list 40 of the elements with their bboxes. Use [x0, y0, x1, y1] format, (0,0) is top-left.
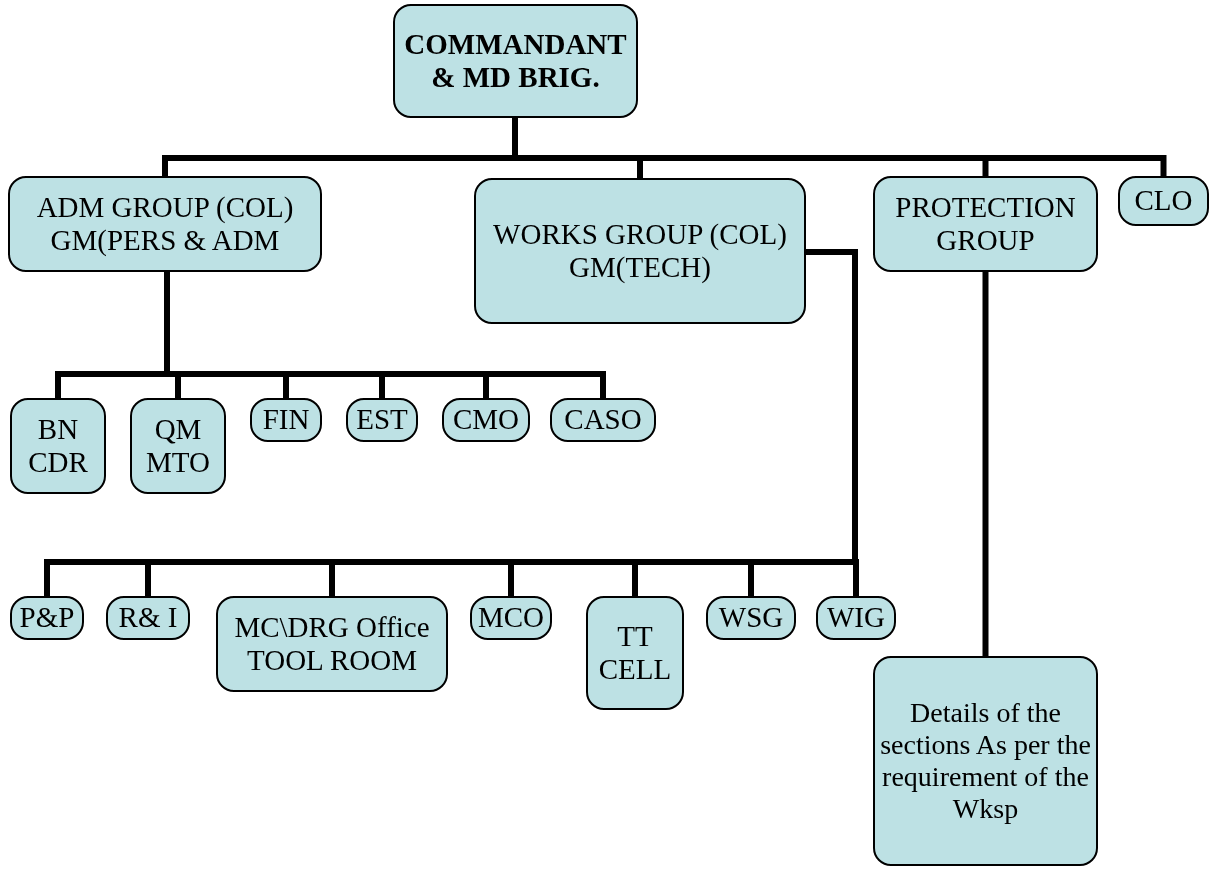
org-box: [706, 596, 796, 640]
org-box: [250, 398, 322, 442]
box-label: PROTECTION GROUP: [894, 190, 1077, 258]
org-box: [1118, 176, 1209, 226]
box-label: BN CDR: [27, 412, 89, 480]
org-box: [216, 596, 448, 692]
org-box: [442, 398, 530, 442]
org-box: [873, 176, 1098, 272]
org-box: [470, 596, 552, 640]
box-label: MCO: [476, 601, 546, 635]
box-label: EST: [355, 403, 409, 437]
box-label: COMMANDANT & MD BRIG.: [403, 27, 628, 95]
box-label: WSG: [717, 601, 785, 635]
box-label: Details of the sections As per the requirement of the Wksp: [879, 696, 1092, 826]
org-box: [346, 398, 418, 442]
box-label: R& I: [117, 601, 179, 635]
org-box: [8, 176, 322, 272]
org-box: [550, 398, 656, 442]
box-label: QM MTO: [145, 412, 211, 480]
org-box: [10, 596, 84, 640]
box-label: WORKS GROUP (COL) GM(TECH): [492, 217, 788, 285]
box-label: MC\DRG Office TOOL ROOM: [233, 610, 431, 678]
org-box: [130, 398, 226, 494]
org-box: [586, 596, 684, 710]
box-label: CLO: [1133, 184, 1194, 218]
box-label: WIG: [826, 601, 886, 635]
org-box: [106, 596, 190, 640]
org-box: [474, 178, 806, 324]
org-box: [873, 656, 1098, 866]
box-label: TT CELL: [597, 619, 673, 687]
org-box: [816, 596, 896, 640]
box-label: CMO: [451, 403, 521, 437]
box-label: ADM GROUP (COL) GM(PERS & ADM: [35, 190, 295, 258]
org-box: [10, 398, 106, 494]
box-label: FIN: [261, 403, 311, 437]
org-box: [393, 4, 638, 118]
box-label: P&P: [18, 601, 76, 635]
connector-line: [164, 272, 606, 398]
box-label: CASO: [563, 403, 643, 437]
connector-line: [982, 272, 989, 656]
